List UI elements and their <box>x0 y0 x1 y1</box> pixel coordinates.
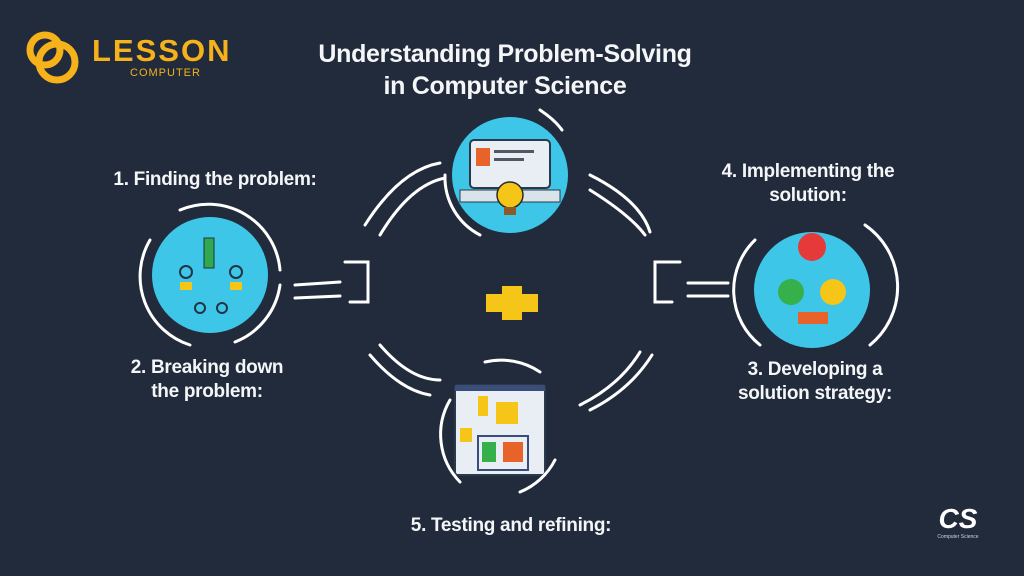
step-3-line-1: 3. Developing a <box>747 359 883 380</box>
step-4-line-1: 4. Implementing the <box>721 161 895 182</box>
step-5-label: 5. Testing and refining: <box>380 514 642 538</box>
cs-logo-caption: Computer Science <box>937 534 979 540</box>
step-2-line-1: 2. Breaking down <box>130 357 284 378</box>
title-line-1: Understanding Problem-Solving <box>318 40 692 68</box>
logo-brand: LESSON <box>92 33 232 68</box>
title-line-2: in Computer Science <box>383 72 627 100</box>
step-5-line-1: 5. Testing and refining: <box>410 515 612 536</box>
cs-corner-logo: CS Computer Science <box>928 503 988 541</box>
page-title: Understanding Problem-Solving in Compute… <box>255 38 755 102</box>
step-2-line-2: the problem: <box>151 381 263 402</box>
laptop-lightbulb-illustration <box>363 108 652 237</box>
step-4-label: 4. Implementing the solution: <box>693 160 923 208</box>
step-2-label: 2. Breaking down the problem: <box>97 356 317 404</box>
step-3-label: 3. Developing a solution strategy: <box>700 358 930 406</box>
step-1-line-1: 1. Finding the problem: <box>113 169 317 190</box>
step-3-line-2: solution strategy: <box>737 383 892 404</box>
plus-icon <box>486 286 538 320</box>
step-1-label: 1. Finding the problem: <box>90 168 340 192</box>
step-4-line-2: solution: <box>769 185 847 206</box>
cs-logo-mark: CS <box>938 503 978 534</box>
finding-problem-illustration <box>138 202 370 347</box>
lesson-logo-icon <box>26 31 79 84</box>
testing-screen-illustration <box>368 343 654 494</box>
logo-subtitle: COMPUTER <box>130 67 201 79</box>
implementing-solution-illustration <box>653 223 900 348</box>
